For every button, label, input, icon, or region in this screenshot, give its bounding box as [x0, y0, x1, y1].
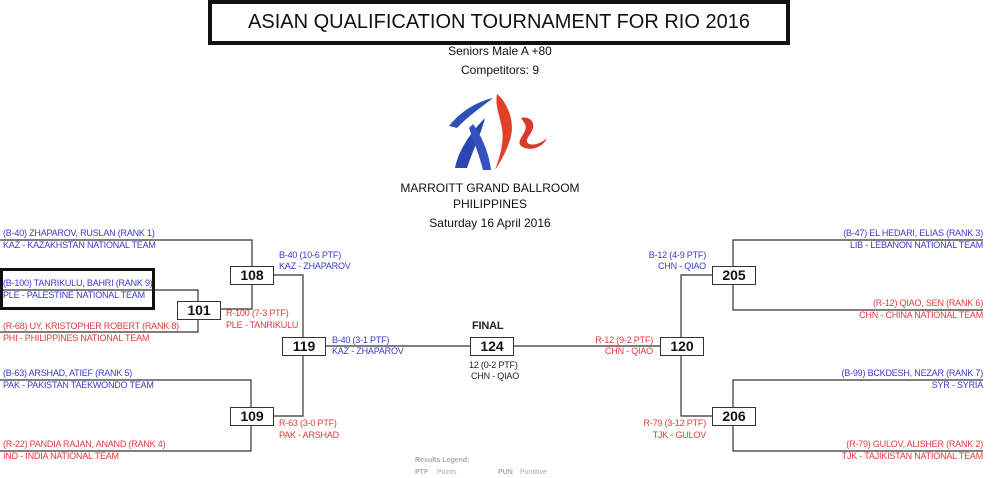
result-score: R-100 (7-3 PTF): [226, 308, 289, 318]
match-206[interactable]: 206: [712, 407, 756, 426]
match-101[interactable]: 101: [177, 301, 221, 320]
result-score: B-12 (4-9 PTF): [648, 250, 706, 260]
legend-title: Results Legend:: [415, 457, 470, 464]
highlight-box: [0, 268, 155, 310]
player-team: SYR - SYRIA: [931, 380, 984, 390]
final-label: FINAL: [472, 320, 504, 332]
player-team: KAZ - KAZAKHSTAN NATIONAL TEAM: [3, 240, 156, 250]
player-team: IND - INDIA NATIONAL TEAM: [3, 451, 119, 461]
match-124[interactable]: 124: [470, 337, 514, 356]
match-119[interactable]: 119: [282, 337, 326, 356]
result-winner: PAK - ARSHAD: [279, 430, 339, 440]
event-date: Saturday 16 April 2016: [429, 216, 551, 230]
player-name: (R-12) QIAO, SEN (RANK 6): [872, 298, 983, 308]
match-120[interactable]: 120: [660, 337, 704, 356]
player-name: (B-100) TANRIKULU, BAHRI (RANK 9): [3, 278, 153, 288]
result-winner: KAZ - ZHAPAROV: [332, 346, 404, 356]
player-name: (B-47) EL HEDARI, ELIAS (RANK 3): [843, 228, 983, 238]
match-205[interactable]: 205: [712, 266, 756, 285]
match-109[interactable]: 109: [230, 407, 274, 426]
player-name: (R-68) UY, KRISTOPHER ROBERT (RANK 8): [3, 321, 179, 331]
competitors-count: Competitors: 9: [460, 63, 540, 77]
player-team: PHI - PHILIPPINES NATIONAL TEAM: [3, 333, 150, 343]
result-score: B-40 (10-6 PTF): [279, 250, 342, 260]
legend-desc: Puntitive: [520, 469, 547, 476]
result-winner: CHN - QIAO: [604, 346, 653, 356]
result-score: R-12 (9-2 PTF): [595, 335, 653, 345]
legend-desc: Points: [437, 469, 457, 476]
player-name: (B-63) ARSHAD, ATIEF (RANK 5): [3, 368, 133, 378]
final-winner: CHN - QIAO: [471, 371, 520, 381]
player-team: PAK - PAKISTAN TAEKWONDO TEAM: [3, 380, 154, 390]
final-score: 12 (0-2 PTF): [469, 360, 518, 370]
result-winner: TJK - GULOV: [652, 430, 707, 440]
player-name: (B-40) ZHAPAROV, RUSLAN (RANK 1): [3, 228, 155, 238]
result-score: B-40 (3-1 PTF): [332, 335, 390, 345]
venue-hall: MARROITT GRAND BALLROOM: [400, 181, 580, 195]
result-winner: KAZ - ZHAPAROV: [279, 261, 351, 271]
venue-country: PHILIPPINES: [452, 197, 528, 211]
player-name: (B-99) BCKDESH, NEZAR (RANK 7): [841, 368, 983, 378]
result-winner: PLE - TANRIKULU: [226, 320, 299, 330]
player-team: LIB - LEBANON NATIONAL TEAM: [850, 240, 983, 250]
legend-code: PUN: [498, 469, 513, 476]
division-label: Seniors Male A +80: [448, 44, 552, 58]
result-winner: CHN - QIAO: [657, 261, 706, 271]
player-name: (R-79) GULOV, ALISHER (RANK 2): [846, 439, 983, 449]
event-logo: [449, 94, 547, 170]
player-team: CHN - CHINA NATIONAL TEAM: [859, 310, 983, 320]
match-108[interactable]: 108: [230, 266, 274, 285]
title-box: ASIAN QUALIFICATION TOURNAMENT FOR RIO 2…: [208, 0, 790, 45]
player-name: (R-22) PANDIA RAJAN, ANAND (RANK 4): [3, 439, 166, 449]
tournament-title: ASIAN QUALIFICATION TOURNAMENT FOR RIO 2…: [248, 11, 750, 33]
legend-code: PTF: [415, 469, 429, 476]
player-team: TJK - TAJIKISTAN NATIONAL TEAM: [841, 451, 984, 461]
result-score: R-63 (3-0 PTF): [279, 418, 337, 428]
result-score: R-79 (3-12 PTF): [643, 418, 706, 428]
player-team: PLE - PALESTINE NATIONAL TEAM: [3, 290, 145, 300]
